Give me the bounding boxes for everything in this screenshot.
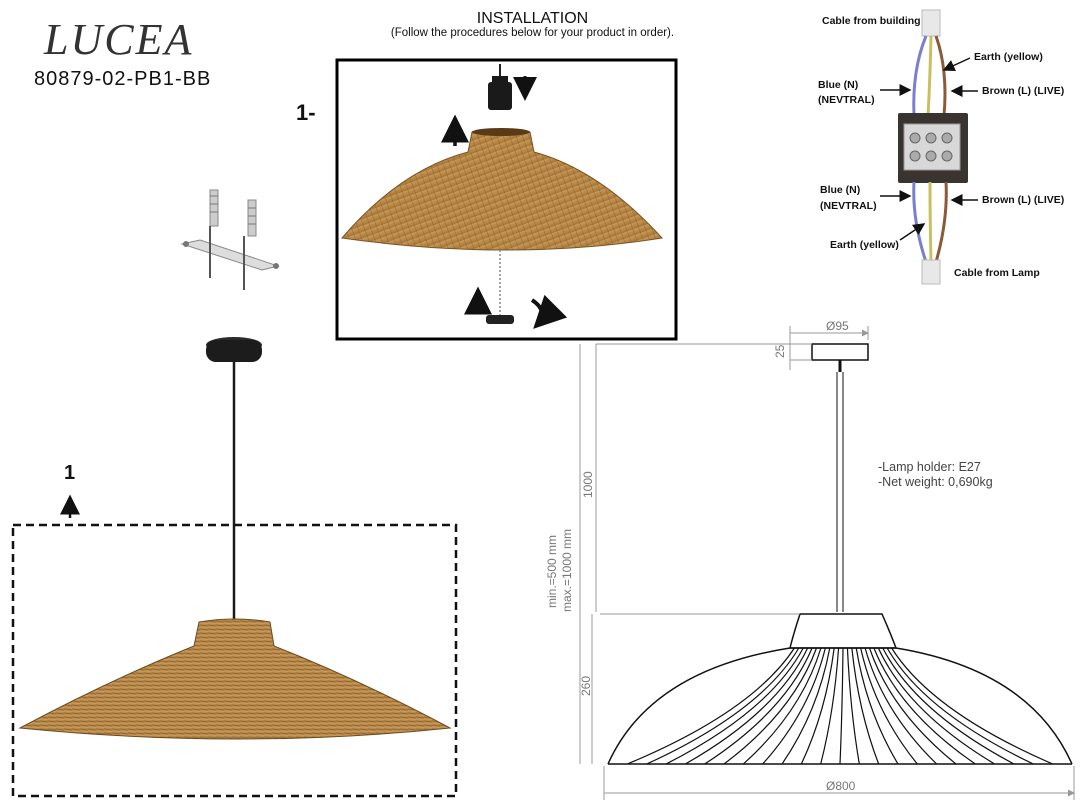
shade-rib (891, 647, 1053, 765)
shade-rib (851, 647, 880, 765)
technical-drawing (607, 343, 1073, 765)
label-blue-bottom-1: Blue (N) (820, 184, 861, 196)
dim-cable-length: 1000 (581, 471, 595, 498)
label-brown-bottom: Brown (L) (LIVE) (982, 194, 1065, 206)
shade-rib (723, 647, 818, 765)
shade-rib (800, 647, 835, 765)
wiring-diagram (880, 9, 978, 285)
shade-rib (646, 647, 800, 765)
shade-rib (762, 647, 826, 765)
label-blue-top-1: Blue (N) (818, 79, 859, 91)
label-earth-bottom: Earth (yellow) (830, 239, 899, 251)
shade-rib (685, 647, 809, 765)
shade-rib (886, 647, 1034, 765)
shade-rib (868, 647, 957, 765)
dim-canopy-height: 25 (773, 344, 787, 358)
main-view-highlight (11, 523, 458, 798)
dimension-lines (579, 326, 1075, 800)
label-brown-top: Brown (L) (LIVE) (982, 85, 1065, 97)
product-code: 80879-02-PB1-BB (34, 68, 212, 90)
dim-cable-min: min.=500 mm (545, 535, 559, 608)
shade-rib (877, 647, 995, 765)
label-blue-bottom-2: (NEVTRAL) (820, 200, 877, 212)
label-earth-top: Earth (yellow) (974, 51, 1043, 63)
installation-step-label: 1- (296, 100, 316, 125)
shade-rib (860, 647, 918, 765)
pendant-photo (18, 337, 452, 740)
shade-rib (704, 647, 813, 765)
shade-rib (839, 647, 844, 765)
mounting-bracket (180, 189, 280, 290)
dim-cable-max: max.=1000 mm (560, 529, 574, 612)
shade-rib (627, 647, 795, 765)
shade-rib (855, 647, 899, 765)
shade-rib (864, 647, 938, 765)
installation-title: INSTALLATION (476, 10, 589, 27)
shade-rib (882, 647, 1015, 765)
brand-logo: LUCEA (44, 15, 194, 64)
label-cable-from-building: Cable from building (822, 15, 921, 27)
dim-shade-height: 260 (579, 676, 593, 696)
shade-rib (665, 647, 804, 765)
spec-net-weight: -Net weight: 0,690kg (878, 475, 993, 489)
label-blue-top-2: (NEVTRAL) (818, 94, 875, 106)
shade-rib (820, 647, 840, 765)
shade-rib (781, 647, 831, 765)
dim-canopy-diameter: Ø95 (826, 319, 849, 333)
spec-lamp-holder: -Lamp holder: E27 (878, 460, 981, 474)
main-view-step-label: 1 (64, 462, 76, 484)
installation-step-box (335, 58, 678, 341)
shade-rib (873, 647, 976, 765)
installation-subtitle: (Follow the procedures below for your pr… (390, 27, 675, 39)
shade-rib (742, 647, 822, 765)
dim-shade-diameter: Ø800 (826, 779, 856, 793)
shade-rib (846, 647, 860, 765)
label-cable-from-lamp: Cable from Lamp (954, 267, 1040, 279)
